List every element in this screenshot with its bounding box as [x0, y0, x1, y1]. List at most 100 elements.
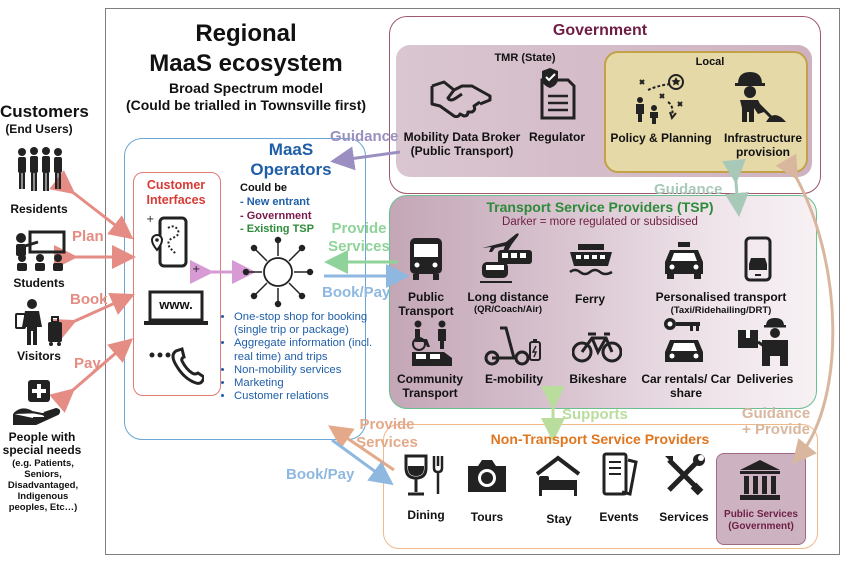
book-pay-label-tsp: Book/Pay — [322, 284, 391, 301]
feature-item: Marketing — [234, 377, 374, 390]
personalised-transport-label: Personalised transport — [655, 290, 787, 304]
hub-network-icon — [242, 236, 314, 308]
arrow-residents — [49, 170, 134, 240]
feature-item: Customer relations — [234, 390, 374, 403]
community-transport-label: Community Transport — [397, 372, 463, 400]
tools-icon — [665, 454, 705, 496]
students-label: Students — [13, 276, 65, 290]
ticket-icon — [602, 452, 638, 496]
guidance-label-operators: Guidance — [330, 128, 399, 145]
special-needs-label: People with special needs — [2, 430, 82, 457]
bus-icon — [410, 238, 442, 280]
arrow-book-pay-ntsp — [331, 438, 394, 486]
scooter-icon — [484, 326, 541, 366]
government-title: Government — [552, 22, 648, 39]
tsp-title: Transport Service Providers (TSP) — [486, 199, 714, 215]
pay-label: Pay — [74, 355, 101, 372]
strategy-icon — [636, 74, 684, 124]
arrow-book — [50, 292, 135, 341]
supports-label: Supports — [562, 406, 628, 423]
customers-heading: Customers — [0, 102, 89, 121]
plane-train-icon — [480, 233, 532, 283]
local-label: Local — [695, 56, 725, 68]
customer-interfaces-box — [133, 172, 221, 396]
personalised-transport-sub: (Taxi/Ridehailing/DRT) — [670, 305, 772, 316]
e-mobility-label: E-mobility — [484, 372, 543, 386]
maas-operators-title: MaaS Operators — [250, 140, 332, 179]
guidance-label-tsp: Guidance — [654, 181, 723, 198]
visitors-icon — [15, 299, 62, 346]
dining-label: Dining — [407, 508, 445, 522]
feature-item: Aggregate information (incl. real time) … — [234, 337, 374, 363]
customers-subheading: (End Users) — [5, 122, 73, 136]
phone-call-icon — [149, 347, 204, 385]
bikeshare-label: Bikeshare — [569, 372, 627, 386]
regulator-label: Regulator — [528, 130, 585, 144]
laptop-icon — [144, 290, 208, 325]
operator-options: - New entrant - Government - Existing TS… — [240, 196, 314, 235]
option-new-entrant: New entrant — [246, 196, 310, 208]
ferry-label: Ferry — [574, 292, 606, 306]
title-line4: (Could be trialled in Townsville first) — [125, 97, 367, 113]
government-building-icon — [740, 460, 780, 500]
tsp-box — [389, 195, 817, 409]
services-label: Services — [659, 510, 709, 524]
title-line1: Regional — [195, 20, 297, 47]
residents-label: Residents — [10, 202, 68, 216]
tsp-subtitle: Darker = more regulated or subsidised — [502, 216, 698, 228]
outer-frame — [105, 8, 840, 555]
title-line2: MaaS ecosystem — [149, 50, 343, 77]
svg-text:+: + — [146, 214, 154, 225]
infrastructure-label: Infrastructure provision — [723, 131, 803, 159]
option-existing-tsp: Existing TSP — [246, 223, 314, 235]
car-rentals-label: Car rentals/ Car share — [641, 372, 731, 400]
option-government: Government — [246, 209, 312, 222]
stay-label: Stay — [546, 512, 572, 526]
accessible-van-icon — [412, 320, 452, 366]
handshake-icon — [430, 80, 492, 118]
ntsp-title: Non-Transport Service Providers — [490, 431, 710, 447]
plan-label: Plan — [72, 228, 104, 245]
arrow-guidance-tsp — [721, 158, 749, 217]
dining-icon — [404, 454, 444, 496]
feature-item: One-stop shop for booking (single trip o… — [234, 311, 374, 337]
public-transport-label: Public Transport — [398, 290, 454, 318]
provide-services-label: Provide Services — [328, 220, 390, 255]
provide-services-label-ntsp: Provide Services — [356, 416, 418, 451]
delivery-icon — [738, 318, 788, 366]
students-icon — [16, 230, 66, 271]
phone-map-icon: + + — [146, 214, 200, 274]
tmr-label: TMR (State) — [494, 52, 556, 64]
regulator-document-icon — [540, 68, 576, 120]
operator-features-list: One-stop shop for booking (single trip o… — [222, 311, 374, 403]
ridehail-phone-icon — [744, 236, 772, 282]
could-be-label: Could be — [240, 182, 288, 194]
camera-icon — [468, 460, 506, 492]
ferry-icon — [569, 244, 613, 276]
car-key-icon — [664, 318, 703, 362]
guidance-provide-label: Guidance + Provide — [741, 405, 811, 438]
taxi-icon — [665, 242, 703, 279]
title-line3: Broad Spectrum model — [168, 80, 324, 96]
bicycle-icon — [572, 332, 622, 363]
visitors-label: Visitors — [17, 349, 61, 363]
arrow-guidance-operators — [330, 146, 401, 171]
book-pay-label-ntsp: Book/Pay — [286, 466, 355, 483]
construction-worker-icon — [735, 72, 786, 122]
data-broker-label: Mobility Data Broker (Public Transport) — [403, 130, 521, 158]
book-label: Book — [70, 291, 108, 308]
long-distance-sub: (QR/Coach/Air) — [473, 304, 543, 315]
customer-interfaces-title: Customer Interfaces — [146, 178, 206, 207]
residents-icon — [18, 147, 62, 191]
events-label: Events — [599, 510, 639, 524]
web-label: www. — [159, 297, 193, 312]
tours-label: Tours — [470, 510, 504, 524]
special-needs-note: (e.g. Patients, Seniors, Disadvantaged, … — [7, 458, 79, 513]
deliveries-label: Deliveries — [736, 372, 794, 386]
feature-item: Non-mobility services — [234, 364, 374, 377]
bed-icon — [535, 455, 581, 496]
public-services-label: Public Services (Government) — [724, 509, 798, 532]
arrow-guidance-provide — [775, 153, 835, 465]
policy-planning-label: Policy & Planning — [610, 131, 712, 145]
svg-text:+: + — [192, 264, 200, 274]
